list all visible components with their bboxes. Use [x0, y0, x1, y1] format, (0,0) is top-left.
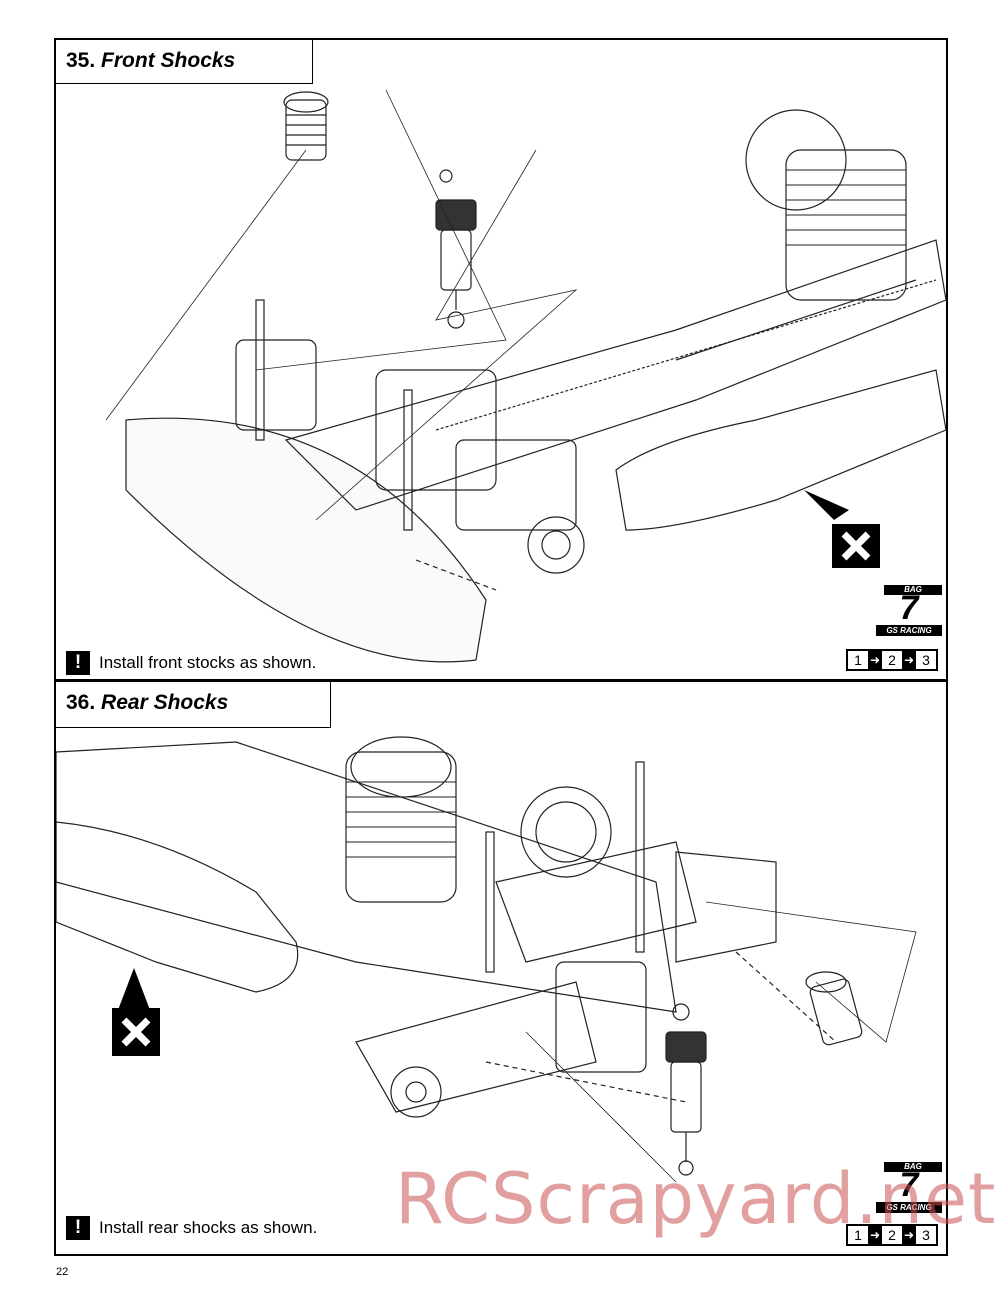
sequence-step-2: 2: [882, 651, 902, 669]
bag-label: BAG: [884, 585, 942, 595]
step-36-note: ! Install rear shocks as shown.: [66, 1216, 317, 1240]
bag-label: BAG: [884, 1162, 942, 1172]
step-35-title: Front Shocks: [101, 49, 236, 72]
do-not-install-marker-icon: [804, 490, 880, 568]
step-35-panel: 35. Front Shocks: [54, 38, 948, 681]
front-shocks-illustration: [105, 89, 946, 663]
warning-icon: !: [66, 651, 90, 675]
step-35-note: ! Install front stocks as shown.: [66, 651, 316, 675]
arrow-right-icon: ➜: [903, 1228, 915, 1242]
bag-7-badge: BAG 7 GS RACING: [876, 585, 942, 638]
page-number: 22: [56, 1266, 69, 1278]
arrow-right-icon: ➜: [869, 1228, 881, 1242]
sequence-step-3: 3: [916, 1226, 936, 1244]
step-36-title: Rear Shocks: [101, 691, 229, 714]
sequence-step-3: 3: [916, 651, 936, 669]
step-36-number: 36.: [66, 691, 96, 714]
arrow-right-icon: ➜: [869, 653, 881, 667]
step-35-header: 35. Front Shocks: [56, 40, 313, 84]
sequence-step-1: 1: [848, 1226, 868, 1244]
do-not-install-marker-icon: [112, 968, 160, 1056]
step-36-sequence: 1 ➜ 2 ➜ 3: [846, 1224, 938, 1246]
step-36-note-text: Install rear shocks as shown.: [99, 1218, 318, 1237]
bag-brand: GS RACING: [876, 625, 942, 636]
step-35-sequence: 1 ➜ 2 ➜ 3: [846, 649, 938, 671]
bag-number: 7: [899, 589, 919, 627]
arrow-right-icon: ➜: [903, 653, 915, 667]
rear-shocks-illustration: [56, 736, 917, 1183]
bag-brand: GS RACING: [876, 1202, 942, 1213]
step-36-panel: 36. Rear Shocks: [54, 680, 948, 1256]
step-35-number: 35.: [66, 49, 96, 72]
step-35-note-text: Install front stocks as shown.: [99, 653, 317, 672]
watermark: RCScrapyard.net: [395, 1158, 997, 1240]
step-36-header: 36. Rear Shocks: [56, 682, 331, 728]
sequence-step-1: 1: [848, 651, 868, 669]
bag-number: 7: [899, 1166, 919, 1204]
sequence-step-2: 2: [882, 1226, 902, 1244]
warning-icon: !: [66, 1216, 90, 1240]
bag-7-badge: BAG 7 GS RACING: [876, 1162, 942, 1215]
